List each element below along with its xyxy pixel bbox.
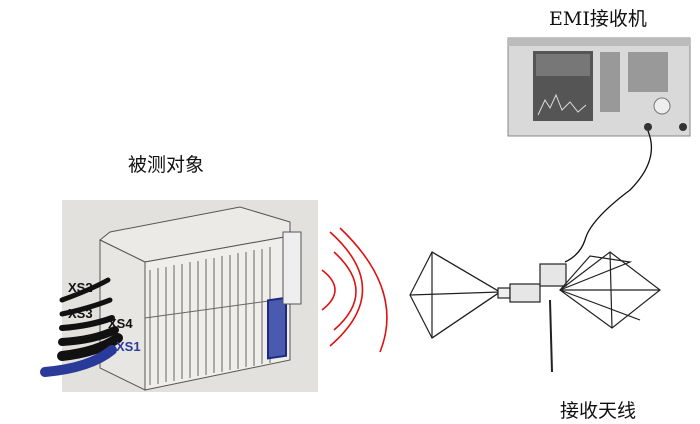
connector-label-xs3: XS3 — [68, 306, 93, 321]
connector-label-xs4: XS4 — [108, 316, 133, 331]
emi-receiver-image — [507, 37, 691, 137]
biconical-antenna — [409, 251, 661, 373]
emission-waves — [321, 227, 388, 353]
emi-receiver-label: EMI接收机 — [549, 8, 647, 30]
rf-cable — [564, 130, 652, 263]
device-under-test-image: XS2 XS3 XS4 XS1 — [40, 200, 318, 392]
device-under-test-label: 被测对象 — [128, 154, 205, 176]
receiving-antenna-label: 接收天线 — [560, 400, 637, 422]
connector-label-xs1: XS1 — [116, 339, 141, 354]
connector-label-xs2: XS2 — [68, 280, 93, 295]
